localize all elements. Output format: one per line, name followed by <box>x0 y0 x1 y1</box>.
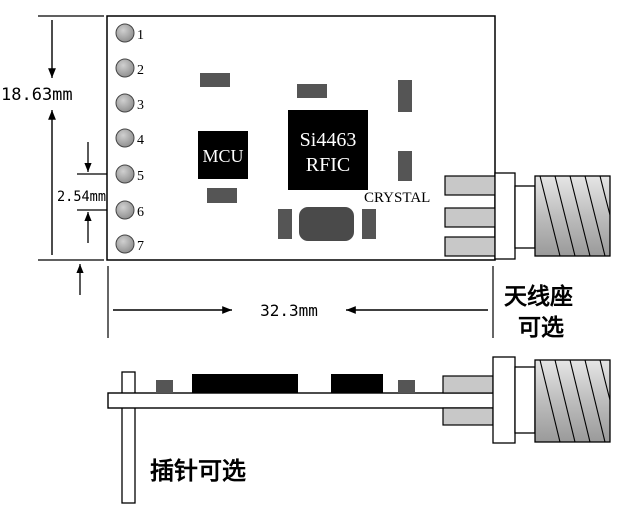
side-mcu <box>192 374 298 393</box>
side-connector-pad <box>442 407 494 426</box>
height-value: 18.63mm <box>1 85 73 105</box>
mcu-chip: MCU <box>198 131 248 179</box>
pin-2: 2 <box>115 58 144 78</box>
pin-pad <box>115 23 135 43</box>
pin-number: 1 <box>137 28 144 43</box>
side-connector-ring <box>514 366 536 434</box>
pin-header-note: 插针可选 <box>150 457 246 485</box>
pin-number: 6 <box>137 205 144 220</box>
side-component <box>398 380 415 393</box>
smd-pad <box>297 84 327 98</box>
side-connector-body <box>492 356 516 444</box>
pin-pad <box>115 164 135 184</box>
pin-7: 7 <box>115 234 144 254</box>
pin-column: 1 2 3 4 5 6 7 <box>115 23 144 254</box>
width-value: 32.3mm <box>260 301 318 320</box>
pin-number: 4 <box>137 133 144 148</box>
pin-3: 3 <box>115 93 144 113</box>
side-board <box>107 392 501 409</box>
side-view: 插针可选 <box>107 356 611 504</box>
pin-4: 4 <box>115 128 144 148</box>
side-connector-pad <box>442 375 494 394</box>
pin-1: 1 <box>115 23 144 43</box>
height-dimension: 18.63mm <box>1 15 104 261</box>
side-rfic <box>331 374 383 393</box>
rfic-chip: Si4463 RFIC <box>288 110 368 190</box>
header-pin <box>121 371 136 504</box>
smd-pad <box>278 209 292 239</box>
pin-pad <box>115 93 135 113</box>
smd-pad <box>200 73 230 87</box>
smd-pad <box>207 188 237 203</box>
pin-number: 7 <box>137 239 144 254</box>
smd-pad <box>398 80 412 112</box>
crystal: CRYSTAL <box>299 190 430 241</box>
rfic-label-line2: RFIC <box>306 154 350 176</box>
pin-number: 3 <box>137 98 144 113</box>
width-dimension: 32.3mm <box>107 266 494 338</box>
smd-pad <box>398 151 412 181</box>
crystal-label: CRYSTAL <box>364 190 430 206</box>
side-antenna-coil <box>534 359 611 443</box>
antenna-connector <box>444 172 611 260</box>
antenna-note-line2: 可选 <box>518 315 564 341</box>
pin-pad <box>115 128 135 148</box>
pin-pad <box>115 234 135 254</box>
pin-number: 5 <box>137 169 144 184</box>
pin-number: 2 <box>137 63 144 78</box>
antenna-note-line1: 天线座 <box>504 283 573 310</box>
top-view: 1 2 3 4 5 6 7 <box>1 15 611 341</box>
pin-6: 6 <box>115 200 144 220</box>
pin-pad <box>115 58 135 78</box>
side-component <box>156 380 173 393</box>
pin-pad <box>115 200 135 220</box>
smd-pad <box>362 209 376 239</box>
antenna-coil <box>534 175 611 257</box>
pitch-dimension: 2.54mm <box>57 142 107 243</box>
rfic-label-line1: Si4463 <box>300 129 357 151</box>
mcu-label: MCU <box>202 146 243 166</box>
pitch-value: 2.54mm <box>57 189 106 205</box>
pin-5: 5 <box>115 164 144 184</box>
